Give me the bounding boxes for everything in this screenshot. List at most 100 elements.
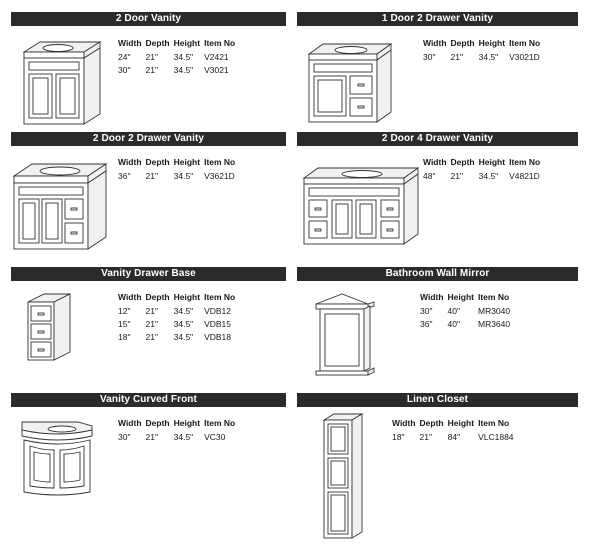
cell-item-no: VC30 (204, 432, 226, 442)
col-height: Height (478, 38, 506, 48)
cell-height: 34.5" (173, 332, 194, 342)
cell-height: 34.5" (173, 65, 194, 75)
col-depth: Depth (145, 292, 170, 302)
one-door-two-drawer-vanity-illustration (307, 43, 393, 123)
table-row: 36" 40" MR3640 (420, 319, 514, 332)
spec-header-row: Width Depth Height Item No (118, 38, 239, 52)
cell-width: 30" (118, 65, 131, 75)
cell-width: 18" (392, 432, 405, 442)
vanity-drawer-base-illustration (27, 293, 71, 361)
col-height: Height (173, 157, 201, 167)
table-row: 30" 21" 34.5" VC30 (118, 432, 239, 445)
cell-width: 24" (118, 52, 131, 62)
cell-depth: 21" (145, 306, 159, 316)
col-height: Height (447, 292, 474, 302)
bathroom-wall-mirror-illustration (315, 293, 375, 376)
spec-header-row: Width Depth Height Item No (392, 418, 518, 432)
cell-item-no: MR3040 (477, 306, 511, 316)
linen-closet-illustration (322, 413, 364, 539)
table-row: 30" 40" MR3040 (420, 306, 514, 319)
col-depth: Depth (145, 418, 170, 428)
section-title: 2 Door Vanity (11, 12, 286, 26)
cell-height: 34.5" (478, 52, 499, 62)
col-width: Width (118, 157, 142, 167)
table-row: 48" 21" 34.5" V4821D (423, 171, 544, 184)
cell-item-no: V4821D (509, 171, 540, 181)
col-item-no: Item No (509, 157, 541, 167)
cell-depth: 21" (145, 432, 159, 442)
col-width: Width (423, 38, 447, 48)
col-width: Width (420, 292, 444, 302)
spec-table: Width Depth Height Item No 12" 21" 34.5"… (118, 292, 239, 345)
cell-width: 36" (420, 319, 433, 329)
spec-table: Width Depth Height Item No 36" 21" 34.5"… (118, 157, 239, 184)
col-depth: Depth (419, 418, 444, 428)
spec-table: Width Height Item No 30" 40" MR3040 36" … (420, 292, 514, 332)
col-item-no: Item No (478, 418, 510, 428)
table-row: 18" 21" 34.5" VDB18 (118, 332, 239, 345)
cell-item-no: VDB18 (204, 332, 232, 342)
cell-height: 34.5" (173, 319, 194, 329)
spec-table: Width Depth Height Item No 18" 21" 84" V… (392, 418, 518, 445)
cell-width: 36" (118, 171, 131, 181)
spec-header-row: Width Depth Height Item No (118, 418, 239, 432)
table-row: 36" 21" 34.5" V3621D (118, 171, 239, 184)
cell-height: 84" (447, 432, 461, 442)
table-row: 15" 21" 34.5" VDB15 (118, 319, 239, 332)
spec-table: Width Depth Height Item No 24" 21" 34.5"… (118, 38, 239, 78)
col-depth: Depth (450, 157, 475, 167)
cell-item-no: VDB15 (204, 319, 232, 329)
section-title: Bathroom Wall Mirror (297, 267, 578, 281)
col-item-no: Item No (204, 38, 236, 48)
two-door-two-drawer-vanity-illustration (12, 163, 108, 250)
col-height: Height (173, 38, 201, 48)
cell-item-no: VDB12 (204, 306, 232, 316)
spec-table: Width Depth Height Item No 30" 21" 34.5"… (423, 38, 544, 65)
col-height: Height (447, 418, 475, 428)
col-depth: Depth (145, 157, 170, 167)
cell-depth: 21" (145, 319, 159, 329)
table-row: 18" 21" 84" VLC1884 (392, 432, 518, 445)
table-row: 12" 21" 34.5" VDB12 (118, 306, 239, 319)
cell-height: 40" (447, 319, 461, 329)
two-door-four-drawer-vanity-illustration (302, 167, 420, 245)
cell-depth: 21" (450, 171, 464, 181)
cell-width: 12" (118, 306, 131, 316)
section-title: Vanity Drawer Base (11, 267, 286, 281)
cell-width: 18" (118, 332, 131, 342)
section-title: Linen Closet (297, 393, 578, 407)
cell-item-no: MR3640 (477, 319, 511, 329)
cell-height: 34.5" (173, 171, 194, 181)
spec-header-row: Width Depth Height Item No (423, 157, 544, 171)
col-width: Width (118, 292, 142, 302)
spec-header-row: Width Depth Height Item No (118, 292, 239, 306)
col-depth: Depth (450, 38, 475, 48)
two-door-vanity-illustration (22, 41, 102, 125)
cell-depth: 21" (145, 52, 159, 62)
col-height: Height (478, 157, 506, 167)
col-height: Height (173, 292, 201, 302)
spec-header-row: Width Depth Height Item No (423, 38, 544, 52)
cell-width: 30" (118, 432, 131, 442)
cell-item-no: V3021 (204, 65, 229, 75)
cell-depth: 21" (145, 332, 159, 342)
table-row: 24" 21" 34.5" V2421 (118, 52, 239, 65)
cell-width: 30" (420, 306, 433, 316)
table-row: 30" 21" 34.5" V3021 (118, 65, 239, 78)
vanity-curved-front-illustration (21, 421, 93, 496)
cell-width: 30" (423, 52, 436, 62)
cell-depth: 21" (450, 52, 464, 62)
cell-depth: 21" (145, 171, 159, 181)
col-height: Height (173, 418, 201, 428)
table-row: 30" 21" 34.5" V3021D (423, 52, 544, 65)
cell-width: 15" (118, 319, 131, 329)
cell-height: 34.5" (173, 432, 194, 442)
col-item-no: Item No (204, 157, 236, 167)
cell-width: 48" (423, 171, 436, 181)
cell-item-no: VLC1884 (478, 432, 514, 442)
cell-height: 34.5" (173, 306, 194, 316)
col-item-no: Item No (204, 418, 236, 428)
col-item-no: Item No (509, 38, 541, 48)
cell-item-no: V2421 (204, 52, 229, 62)
spec-table: Width Depth Height Item No 30" 21" 34.5"… (118, 418, 239, 445)
